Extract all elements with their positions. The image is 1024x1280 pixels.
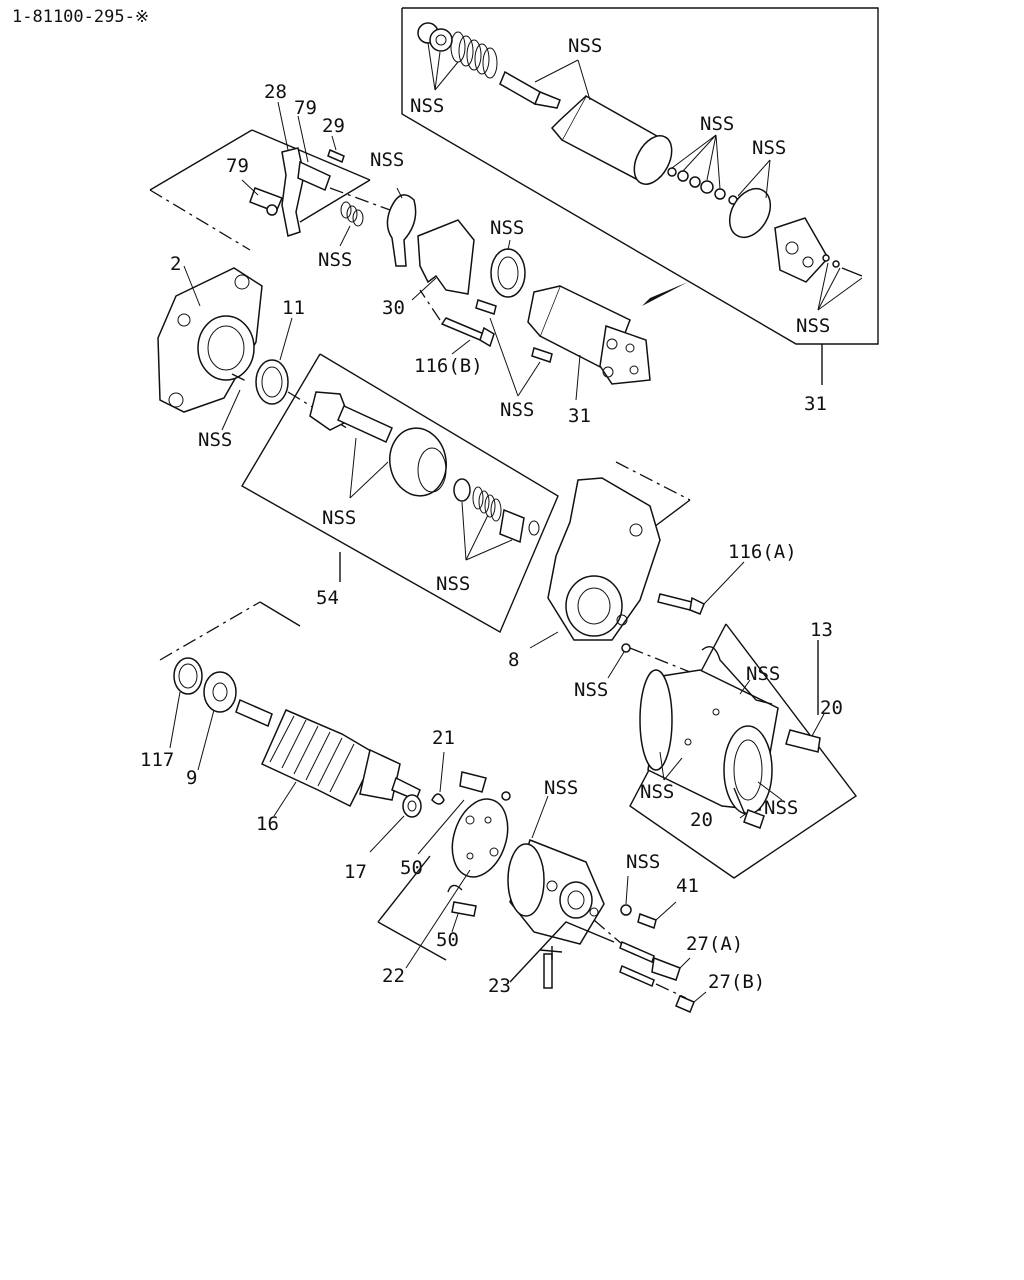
callout-nss-seal: NSS	[490, 217, 524, 239]
callout-8: 8	[508, 649, 519, 671]
solenoid-kit-box	[401, 7, 879, 385]
callout-nss-yoke-pin: NSS	[574, 679, 608, 701]
center-housing	[529, 461, 691, 649]
gasket-part	[386, 194, 417, 267]
bolt-116a	[657, 561, 745, 615]
main-solenoid	[527, 284, 651, 401]
callout-31-solenoid: 31	[568, 405, 591, 427]
callout-27a: 27(A)	[686, 933, 743, 955]
callout-nss-yoke-top: NSS	[746, 663, 780, 685]
callout-nss-top-washers: NSS	[700, 113, 734, 135]
callout-labels: NSS NSS NSS NSS NSS 31 28 79 29 79 NSS N…	[140, 35, 843, 997]
callout-30: 30	[382, 297, 405, 319]
callout-nss-washer: NSS	[626, 851, 660, 873]
callout-nss-top-bolts: NSS	[796, 315, 830, 337]
callout-54: 54	[316, 587, 339, 609]
clutch-kit-leaders	[349, 437, 513, 561]
callout-50-a: 50	[400, 857, 423, 879]
callout-nss-pinion: NSS	[322, 507, 356, 529]
callout-117: 117	[140, 749, 174, 771]
end-cover	[507, 839, 605, 945]
callout-nss-clutch: NSS	[436, 573, 470, 595]
callout-17: 17	[344, 861, 367, 883]
callout-79-a: 79	[294, 97, 317, 119]
callout-50-b: 50	[436, 929, 459, 951]
callout-22: 22	[382, 965, 405, 987]
lever-leaders	[241, 101, 351, 247]
callout-nss-gasket: NSS	[370, 149, 404, 171]
lever-assembly	[149, 129, 391, 251]
callout-2: 2	[170, 253, 181, 275]
end-screws	[593, 875, 707, 1013]
brush-holder-group	[377, 751, 549, 969]
callout-9: 9	[186, 767, 197, 789]
callout-116a: 116(A)	[728, 541, 797, 563]
callout-41: 41	[676, 875, 699, 897]
clutch-kit-parts	[309, 391, 540, 544]
front-housing	[157, 265, 263, 431]
ring-part-11	[255, 359, 289, 405]
yoke-parts	[621, 643, 821, 829]
callout-28: 28	[264, 81, 287, 103]
through-bolts	[509, 921, 615, 989]
seal-part	[490, 248, 526, 298]
solenoid-kit-parts	[417, 22, 863, 283]
yoke-leaders	[607, 651, 825, 819]
solenoid-kit-leaders	[427, 42, 863, 311]
clutch-kit-box	[241, 353, 559, 633]
callout-nss-spring: NSS	[318, 249, 352, 271]
callout-nss-bolts-mid: NSS	[500, 399, 534, 421]
document-id: 1-81100-295-※	[12, 7, 149, 27]
callout-116b: 116(B)	[414, 355, 483, 377]
callout-16: 16	[256, 813, 279, 835]
callout-23: 23	[488, 975, 511, 997]
callout-21: 21	[432, 727, 455, 749]
plate-part	[417, 219, 475, 295]
callout-20-a: 20	[820, 697, 843, 719]
callout-27b: 27(B)	[708, 971, 765, 993]
callout-13: 13	[810, 619, 833, 641]
callout-11: 11	[282, 297, 305, 319]
callout-nss-top-plunger: NSS	[568, 35, 602, 57]
callout-nss-top-left: NSS	[410, 95, 444, 117]
pointer-arrow	[642, 282, 688, 306]
callout-31-kit: 31	[804, 393, 827, 415]
callout-nss-yoke-left: NSS	[640, 781, 674, 803]
solenoid-bolts	[419, 289, 553, 397]
callout-20-b: 20	[690, 809, 713, 831]
callout-nss-yoke-right: NSS	[764, 797, 798, 819]
callout-nss-brush: NSS	[544, 777, 578, 799]
callout-nss-housing: NSS	[198, 429, 232, 451]
callout-29: 29	[322, 115, 345, 137]
callout-nss-top-oring: NSS	[752, 137, 786, 159]
callout-79-b: 79	[226, 155, 249, 177]
armature-group	[159, 601, 422, 853]
